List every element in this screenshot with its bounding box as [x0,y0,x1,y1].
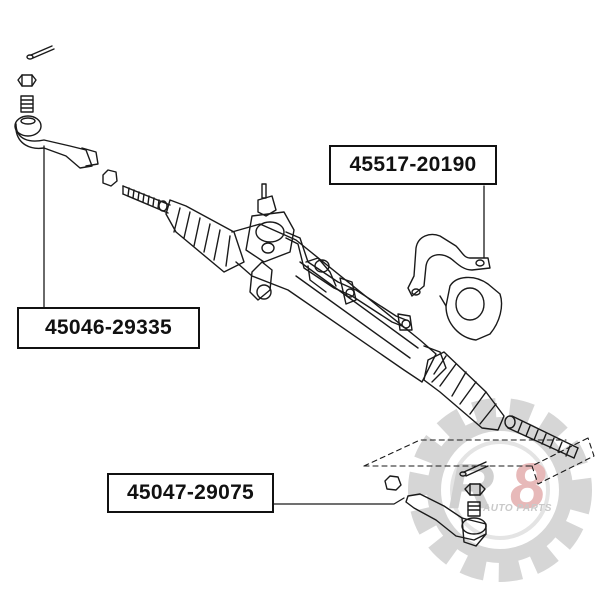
inner-tie-rod-left [122,185,171,214]
part-number-tie-rod-end-right: 45047-29075 [107,473,274,513]
stabilizer-bushing [439,276,503,341]
lock-nut-left [102,169,118,187]
exploded-view-outline [363,437,595,485]
cotter-pin-left [26,45,55,60]
cotter-pin-right [459,461,489,477]
inner-tie-rod-right [504,415,579,459]
rack-boot-right [423,351,505,431]
svg-text:8: 8 [510,450,546,522]
part-number-tie-rod-end-left: 45046-29335 [17,307,200,349]
rack-housing [231,223,447,383]
lock-nut-right [384,475,402,491]
castle-nut-left [17,74,37,87]
watermark-tagline: AUTO PARTS [483,503,552,514]
tie-rod-end-right [405,493,487,547]
stud-left [20,95,34,113]
pinion-housing [245,183,295,301]
tie-rod-end-left [14,115,99,169]
rack-boot-left [165,199,245,273]
castle-nut-right [464,483,486,496]
part-number-stabilizer-bushing: 45517-20190 [329,145,497,185]
stabilizer-bracket [407,233,491,297]
hydraulic-pipes [285,231,413,331]
